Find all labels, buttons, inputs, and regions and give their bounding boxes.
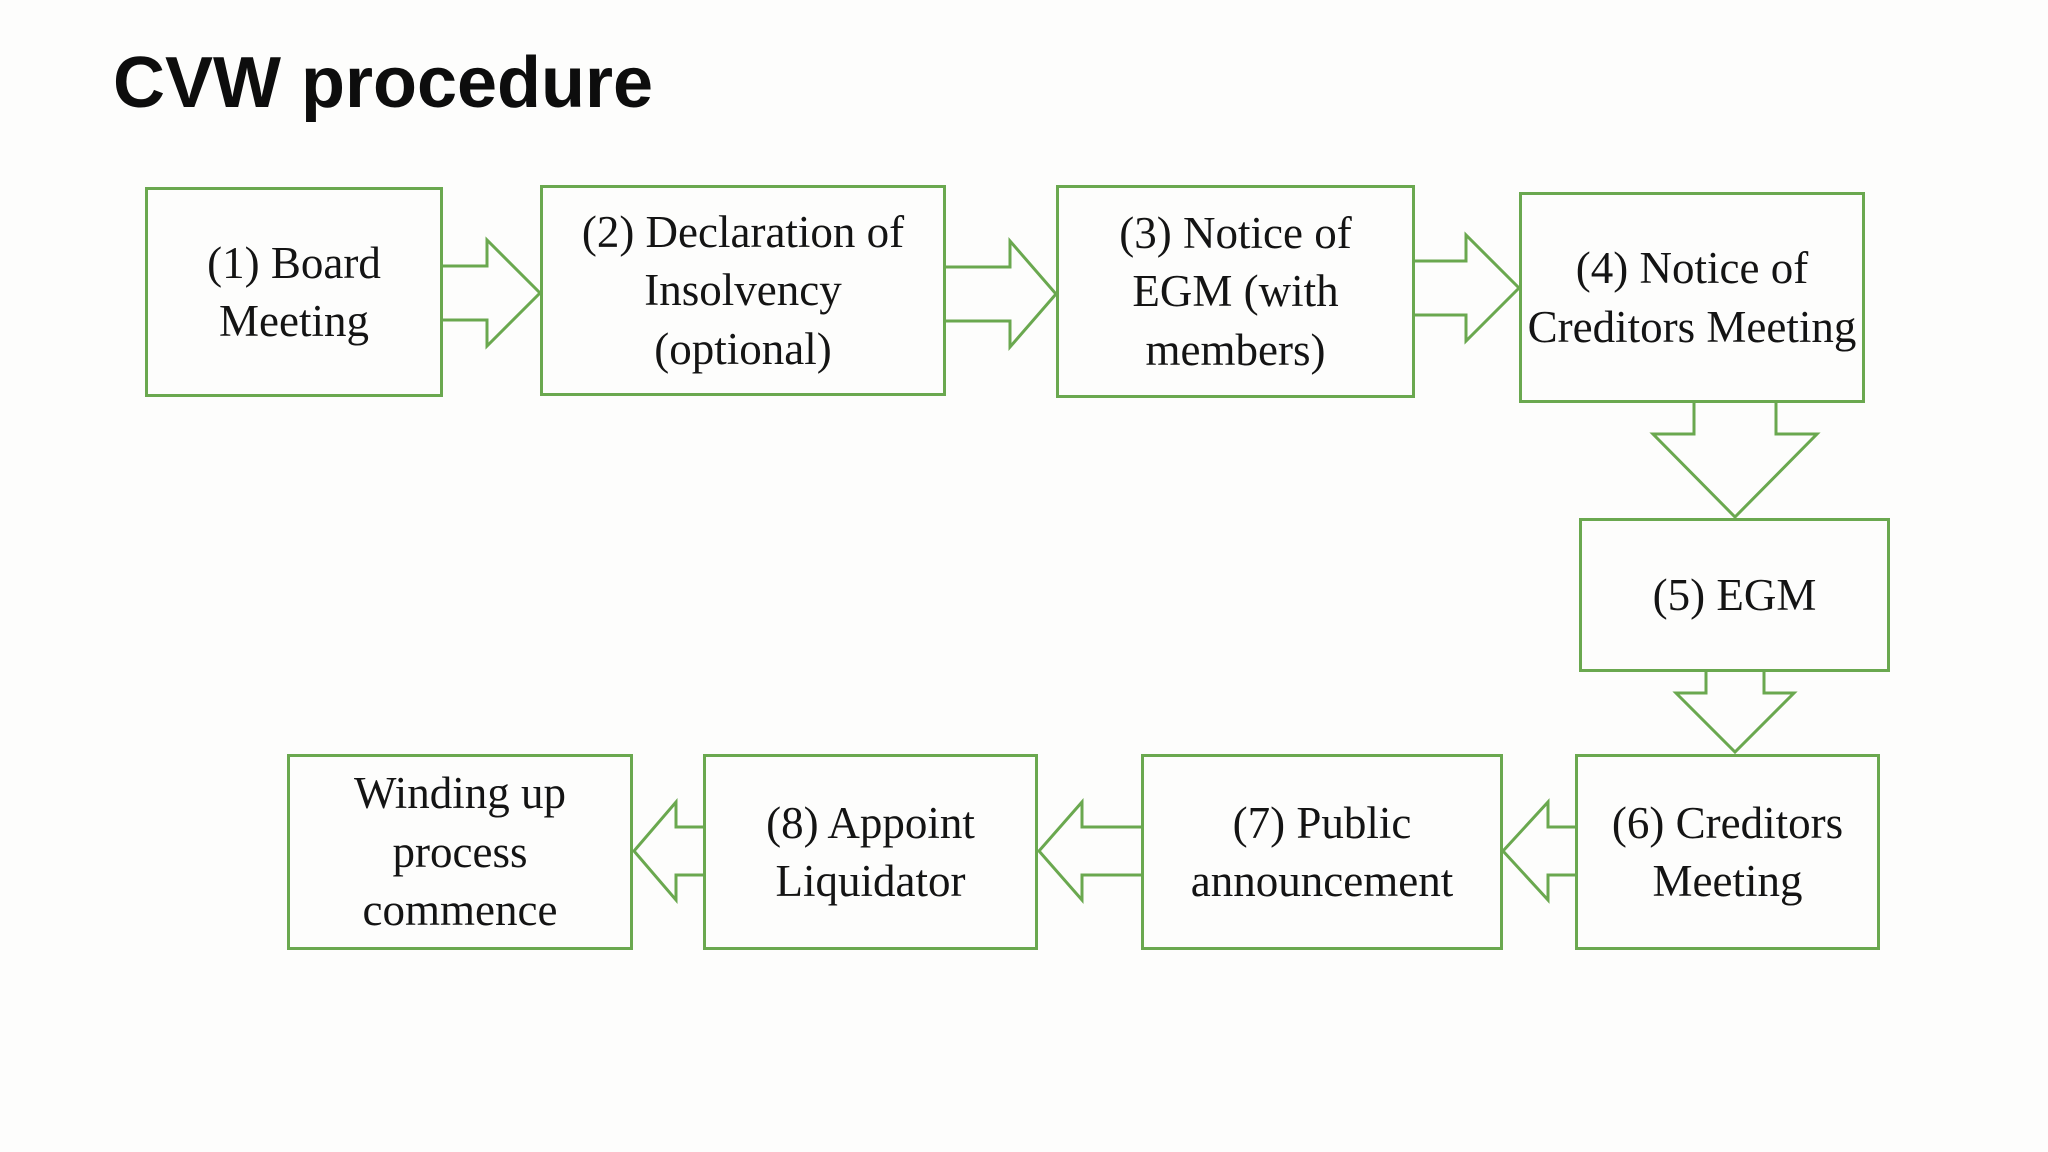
flow-box-label: Winding up process commence [354, 768, 566, 936]
right-arrow-icon-3-to-4 [1415, 231, 1522, 345]
flow-box-winding-up-process-commence: Winding up process commence [287, 754, 633, 950]
left-arrow-icon-6-to-7 [1500, 798, 1575, 904]
flow-box-notice-of-egm: (3) Notice of EGM (with members) [1056, 185, 1415, 398]
down-arrow-icon-5-to-6 [1672, 672, 1798, 755]
flow-box-label: (4) Notice of Creditors Meeting [1527, 243, 1857, 352]
page-title: CVW procedure [113, 43, 654, 123]
flow-box-public-announcement: (7) Public announcement [1141, 754, 1503, 950]
flow-box-declaration-of-insolvency: (2) Declaration of Insolvency (optional) [540, 185, 946, 396]
left-arrow-icon-8-to-9 [632, 797, 703, 905]
down-arrow-icon-4-to-5 [1649, 403, 1821, 520]
flow-box-creditors-meeting: (6) Creditors Meeting [1575, 754, 1880, 950]
flow-box-label: (8) Appoint Liquidator [766, 797, 975, 907]
flow-box-egm: (5) EGM [1579, 518, 1890, 672]
flow-box-label: (1) Board Meeting [207, 237, 381, 347]
flow-box-label: (7) Public announcement [1190, 797, 1454, 907]
flow-box-label: (3) Notice of EGM (with members) [1119, 207, 1352, 375]
flow-box-board-meeting: (1) Board Meeting [145, 187, 443, 397]
left-arrow-icon-7-to-8 [1037, 798, 1141, 904]
flow-box-label: (2) Declaration of Insolvency (optional) [581, 206, 905, 374]
right-arrow-icon-1-to-2 [443, 236, 543, 350]
right-arrow-icon-2-to-3 [946, 236, 1058, 352]
flow-box-notice-of-creditors-meeting: (4) Notice of Creditors Meeting [1519, 192, 1865, 403]
flow-box-label: (5) EGM [1652, 569, 1817, 620]
flow-box-appoint-liquidator: (8) Appoint Liquidator [703, 754, 1038, 950]
flow-box-label: (6) Creditors Meeting [1611, 797, 1844, 907]
